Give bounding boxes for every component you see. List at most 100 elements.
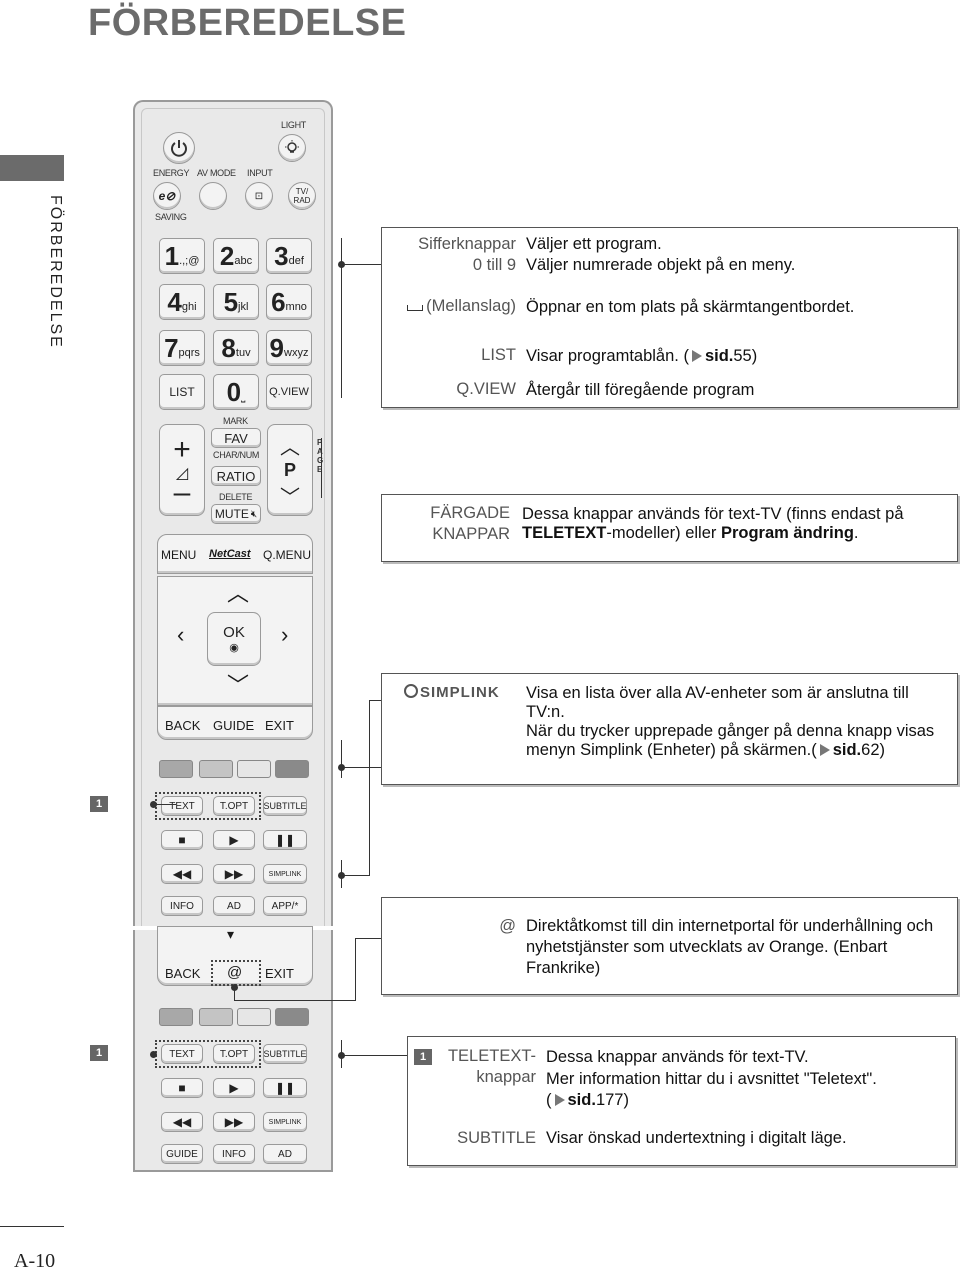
info-button[interactable]: INFO (161, 896, 203, 916)
color-button-green[interactable] (199, 760, 233, 778)
menu-row (157, 534, 313, 574)
arrow-icon (554, 1094, 565, 1106)
alt-subtitle-button[interactable]: SUBTITLE (263, 1044, 307, 1064)
key-0[interactable]: 0⎵ (213, 374, 259, 410)
alt-color-button-green[interactable] (199, 1008, 233, 1026)
qmenu-button[interactable]: Q.MENU (263, 548, 311, 562)
nav-down-icon[interactable]: ﹀ (227, 673, 250, 698)
arrow-icon (691, 350, 702, 362)
light-button[interactable] (278, 134, 306, 162)
subtitle-button[interactable]: SUBTITLE (263, 796, 307, 816)
rewind-icon: ◀◀ (172, 867, 192, 881)
nav-left-icon[interactable]: ‹ (177, 622, 185, 647)
alt-topt-button[interactable]: T.OPT (213, 1044, 255, 1064)
pause-button[interactable]: ❚❚ (263, 830, 307, 850)
av-mode-button[interactable] (199, 182, 227, 210)
simplink-icon (404, 684, 418, 698)
alt-play-button[interactable]: ▶ (213, 1078, 255, 1098)
app-button[interactable]: APP/* (263, 896, 307, 916)
fast-forward-button[interactable]: ▶▶ (213, 864, 255, 884)
ok-button[interactable]: OK◉ (207, 612, 261, 666)
ratio-button[interactable]: RATIO (211, 466, 261, 486)
input-button[interactable]: ⊡ (245, 182, 273, 210)
color-button-blue[interactable] (275, 760, 309, 778)
alt-text-button[interactable]: TEXT (161, 1044, 203, 1064)
color-button-red[interactable] (159, 760, 193, 778)
alt-fast-forward-button[interactable]: ▶▶ (213, 1112, 255, 1132)
callout-color-keys: FÄRGADE KNAPPAR Dessa knappar används fö… (381, 494, 958, 562)
desc-color-keys: Dessa knappar används för text-TV (finns… (522, 505, 904, 542)
footer-rule (0, 1226, 64, 1227)
fast-forward-icon: ▶▶ (224, 1115, 244, 1129)
light-label: LIGHT (281, 120, 307, 130)
plus-icon: + (173, 433, 191, 466)
delete-label: DELETE (219, 492, 253, 502)
alt-rewind-button[interactable]: ◀◀ (161, 1112, 203, 1132)
page-label: P A G E (317, 438, 323, 474)
simplink-button[interactable]: SIMPLINK (263, 864, 307, 884)
topt-button[interactable]: T.OPT (213, 796, 255, 816)
connector-line (341, 875, 369, 876)
alt-info-button[interactable]: INFO (213, 1144, 255, 1164)
label-subtitle: SUBTITLE (457, 1129, 536, 1147)
mark-label: MARK (223, 416, 248, 426)
guide-button[interactable]: GUIDE (213, 718, 255, 733)
alt-color-button-blue[interactable] (275, 1008, 309, 1026)
alt-simplink-button[interactable]: SIMPLINK (263, 1112, 307, 1132)
energy-saving-button[interactable]: e⊘ (153, 182, 181, 210)
color-button-yellow[interactable] (237, 760, 271, 778)
desc-space: Öppnar en tom plats på skärmtangentborde… (526, 298, 855, 316)
program-rocker[interactable]: ︿ P ﹀ (267, 424, 313, 516)
simplink-logo: SIMPLINK (404, 684, 500, 701)
volume-icon: ◿ (175, 465, 189, 482)
menu-button[interactable]: MENU (161, 548, 197, 562)
stop-button[interactable]: ■ (161, 830, 203, 850)
saving-label: SAVING (155, 212, 187, 222)
exit-button[interactable]: EXIT (265, 718, 294, 733)
tv-rad-button[interactable]: TV/ RAD (288, 182, 316, 210)
alt-back-button[interactable]: BACK (165, 966, 201, 981)
text-button[interactable]: TEXT (161, 796, 203, 816)
ad-button[interactable]: AD (213, 896, 255, 916)
alt-stop-button[interactable]: ■ (161, 1078, 203, 1098)
nav-up-icon[interactable]: ︿ (227, 581, 250, 606)
alt-color-button-yellow[interactable] (237, 1008, 271, 1026)
back-row (157, 706, 313, 740)
back-button[interactable]: BACK (165, 718, 201, 733)
ok-dot-icon: ◉ (229, 642, 239, 654)
alt-exit-button[interactable]: EXIT (265, 966, 294, 981)
rewind-icon: ◀◀ (172, 1115, 192, 1129)
alt-color-button-red[interactable] (159, 1008, 193, 1026)
list-button[interactable]: LIST (159, 374, 205, 410)
netcast-button[interactable]: NetCast (209, 548, 251, 560)
callout-at-key: @ Direktåtkomst till din internetportal … (381, 897, 958, 995)
desc-list: Visar programtablån. (sid.55) (526, 347, 758, 365)
alt-ad-button[interactable]: AD (263, 1144, 307, 1164)
label-qview: Q.VIEW (456, 380, 516, 398)
page-title: FÖRBEREDELSE (88, 2, 407, 44)
rewind-button[interactable]: ◀◀ (161, 864, 203, 884)
play-button[interactable]: ▶ (213, 830, 255, 850)
minus-icon: – (173, 476, 191, 509)
alt-guide-button[interactable]: GUIDE (161, 1144, 203, 1164)
fav-button[interactable]: FAV (211, 428, 261, 448)
key-1[interactable]: 1.,;@ (159, 238, 205, 274)
mute-button[interactable]: MUTE🔇︎ (211, 504, 261, 524)
section-side-label: FÖRBEREDELSE (47, 195, 64, 349)
power-button[interactable] (163, 132, 195, 164)
volume-rocker[interactable]: + ◿ – (159, 424, 205, 516)
alt-pause-button[interactable]: ❚❚ (263, 1078, 307, 1098)
at-button[interactable]: @ (227, 964, 243, 981)
leaf-icon: e⊘ (158, 189, 176, 203)
qview-button[interactable]: Q.VIEW (266, 374, 312, 410)
connector-dot (150, 1051, 157, 1058)
nav-right-icon[interactable]: › (281, 622, 289, 647)
